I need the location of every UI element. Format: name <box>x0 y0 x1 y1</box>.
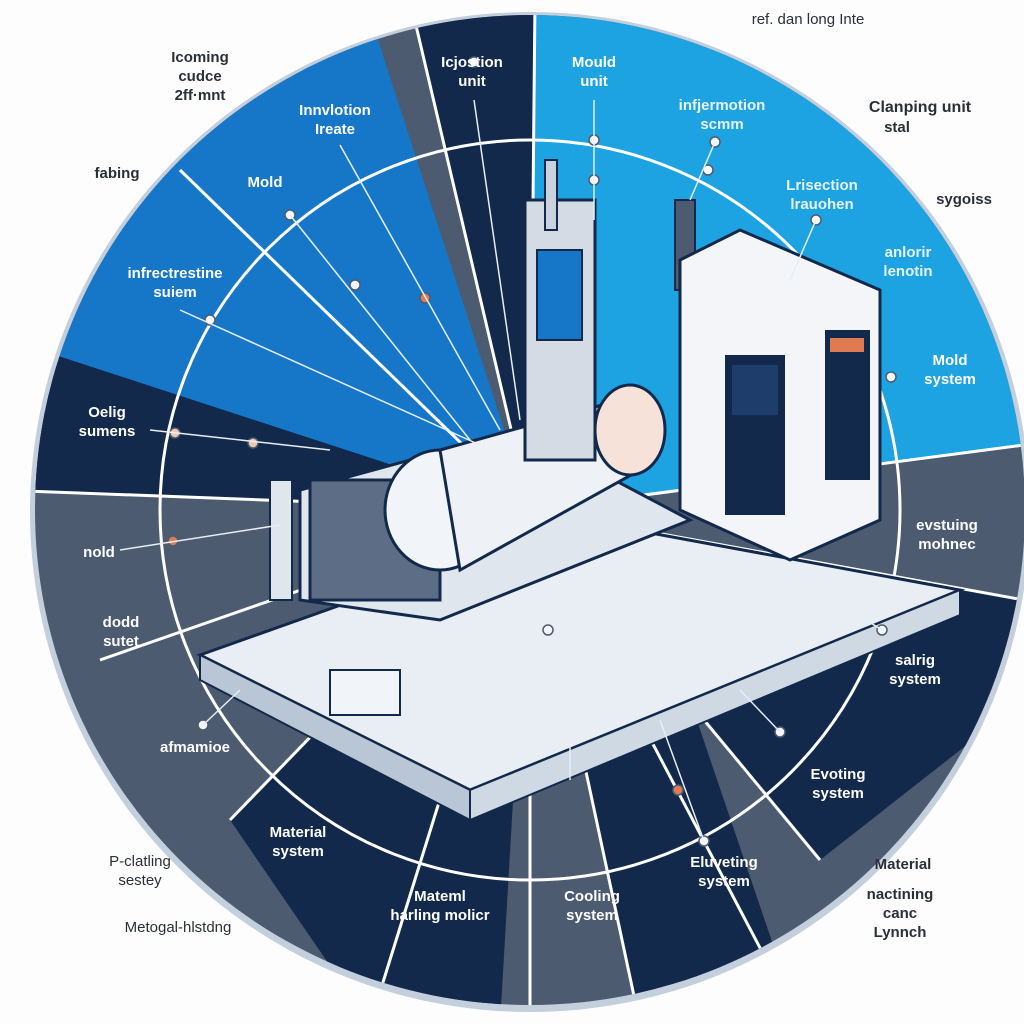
label-nactining: nactining canc Lynnch <box>866 886 934 941</box>
label-innvlotion: Innvlotion Ireate <box>299 102 371 138</box>
label-lrisection: Lrisection lrauohen <box>786 177 858 213</box>
label-oelig: Oelig sumens <box>78 404 136 440</box>
label-clatling: P-clatling sestey <box>109 853 171 889</box>
label-material-right: Material <box>874 856 932 873</box>
label-material-system: Material system <box>269 824 327 860</box>
label-infrectrestine: infrectrestine suiem <box>127 265 223 301</box>
injection-molding-machine <box>196 159 966 822</box>
label-salrig: salrig system <box>889 652 941 688</box>
label-anlorir: anlorir lenotin <box>883 244 933 280</box>
callout-lines <box>119 99 883 842</box>
label-clamping-sub: stal <box>884 119 910 136</box>
label-mateml: Mateml harling molicr <box>390 888 490 924</box>
label-sygoiss: sygoiss <box>936 191 992 208</box>
label-clamping-unit: Clanping unit <box>868 99 972 116</box>
label-afmamioe: afmamioe <box>159 739 231 756</box>
label-incoming: Icoming cudce 2ff·mnt <box>171 49 229 104</box>
label-injection-unit: Icjostion unit <box>441 54 503 90</box>
label-eluveting: Eluveting system <box>690 854 758 890</box>
label-top-center: ref. dan long Inte <box>751 11 865 28</box>
label-metogal: Metogal-hlstdng <box>124 919 232 936</box>
label-infjermotion: infjermotion scmm <box>678 97 766 133</box>
label-mold: Mold <box>247 174 283 191</box>
label-evoting: Evoting system <box>810 766 866 802</box>
label-mold-system: Mold system <box>924 352 976 388</box>
label-evstuing: evstuing mohnec <box>916 517 978 553</box>
label-mould-unit: Mould unit <box>571 54 617 90</box>
label-nold: nold <box>83 544 115 561</box>
label-dodd: dodd sutet <box>102 614 140 650</box>
label-fabing: fabing <box>94 165 140 182</box>
label-cooling: Cooling system <box>564 888 620 924</box>
